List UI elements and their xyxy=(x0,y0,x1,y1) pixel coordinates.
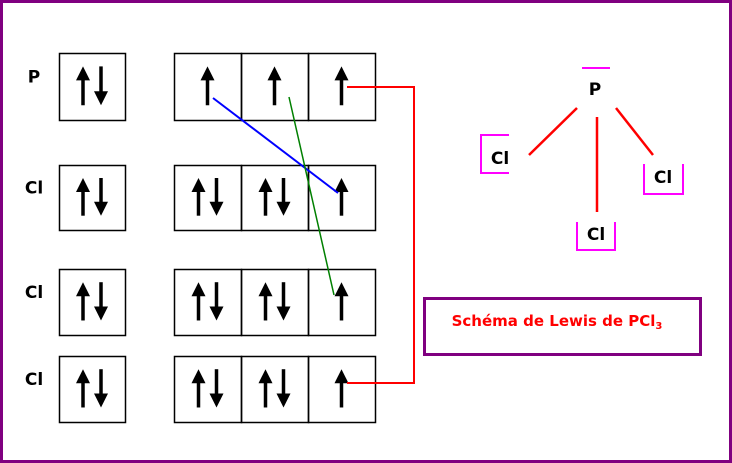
bond-left xyxy=(528,107,578,156)
caption-subscript: 3 xyxy=(655,321,662,332)
caption-box xyxy=(423,297,702,356)
orbital-box xyxy=(240,52,310,122)
orbital-box xyxy=(173,164,243,232)
arrow-head-up xyxy=(76,66,90,81)
orbital-box xyxy=(240,355,310,424)
orbital-square xyxy=(240,268,310,337)
orbital-square xyxy=(240,164,310,232)
arrow-head-down xyxy=(209,393,224,408)
orbital-row-cl: Cl xyxy=(25,164,377,232)
orbital-box xyxy=(307,355,377,424)
orbital-box xyxy=(58,355,127,424)
orbital-box xyxy=(173,52,243,122)
orbital-row-cl: Cl xyxy=(25,268,377,337)
arrow-head-up xyxy=(76,282,90,297)
atom-label: Cl xyxy=(25,179,43,199)
lewis-cl-right: Cl xyxy=(654,168,672,188)
arrow-head-down xyxy=(276,201,291,216)
cl-left-lone-pairs xyxy=(480,134,509,174)
arrow-head-down xyxy=(94,91,108,106)
arrow-head-up xyxy=(191,369,206,384)
arrow-head-down xyxy=(209,306,224,321)
orbital-square xyxy=(307,355,377,424)
arrow-head-up xyxy=(191,178,206,192)
orbital-square xyxy=(58,355,127,424)
arrow-head-up xyxy=(334,369,349,384)
orbital-square xyxy=(58,268,127,337)
arrow-head-up xyxy=(76,178,90,192)
arrow-head-up xyxy=(334,66,349,81)
caption: Schéma de Lewis de PCl3 xyxy=(452,312,663,332)
arrow-head-down xyxy=(94,306,108,321)
atom-label: Cl xyxy=(25,370,43,390)
orbital-square xyxy=(173,268,243,337)
arrow-head-down xyxy=(94,393,108,408)
arrow-head-down xyxy=(209,201,224,216)
orbital-square xyxy=(240,355,310,424)
orbital-box xyxy=(307,268,377,337)
arrow-head-up xyxy=(258,369,273,384)
arrow-head-up xyxy=(334,282,349,297)
cl-bottom-lone-pairs xyxy=(576,222,616,251)
orbital-square xyxy=(173,355,243,424)
orbital-square xyxy=(58,52,127,122)
lewis-cl-left: Cl xyxy=(491,149,509,169)
arrow-head-up xyxy=(76,369,90,384)
lewis-center-atom: P xyxy=(589,80,601,100)
bond-right xyxy=(615,107,654,156)
arrow-head-up xyxy=(334,178,349,192)
pairing-line-green xyxy=(288,96,335,296)
arrow-head-down xyxy=(94,201,108,216)
orbital-row-p: P xyxy=(28,52,377,122)
pairing-line-red xyxy=(347,86,415,384)
pairing-line-blue xyxy=(212,97,339,194)
orbital-box xyxy=(58,164,127,232)
atom-label: P xyxy=(28,68,40,88)
arrow-head-up xyxy=(267,66,282,81)
orbital-box xyxy=(173,268,243,337)
lewis-cl-bottom: Cl xyxy=(587,225,605,245)
cl-right-lone-pairs xyxy=(643,164,684,195)
atom-label: Cl xyxy=(25,283,43,303)
caption-text: Schéma de Lewis de PCl xyxy=(452,312,656,330)
orbital-square xyxy=(307,268,377,337)
arrow-head-down xyxy=(276,393,291,408)
arrow-head-up xyxy=(258,178,273,192)
arrow-head-up xyxy=(258,282,273,297)
orbital-box xyxy=(240,164,310,232)
orbital-square xyxy=(307,164,377,232)
orbital-row-cl: Cl xyxy=(25,355,377,424)
arrow-head-up xyxy=(200,66,215,81)
orbital-box xyxy=(173,355,243,424)
orbital-box xyxy=(307,164,377,232)
orbital-square xyxy=(173,164,243,232)
orbital-box xyxy=(58,268,127,337)
orbital-square xyxy=(58,164,127,232)
arrow-head-down xyxy=(276,306,291,321)
orbital-box xyxy=(58,52,127,122)
arrow-head-up xyxy=(191,282,206,297)
orbital-box xyxy=(240,268,310,337)
